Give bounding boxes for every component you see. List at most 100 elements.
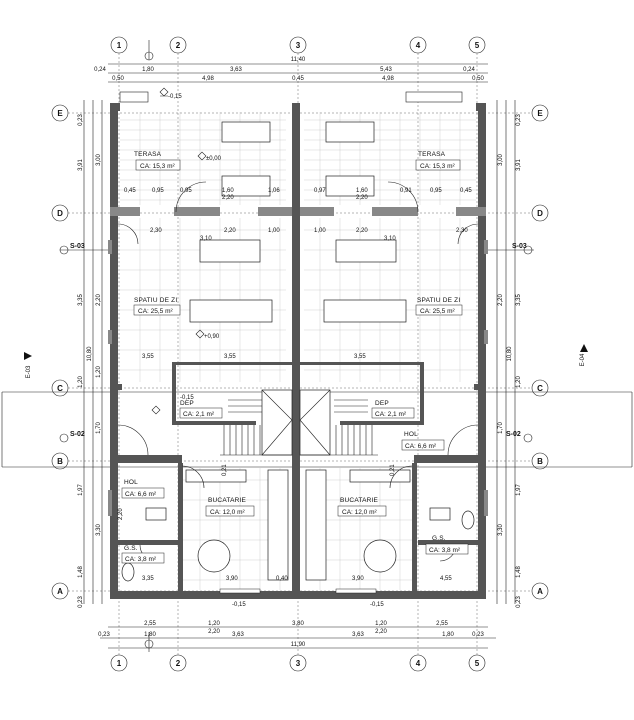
axis-label-3: 3: [296, 41, 301, 50]
axis-label-4: 4: [416, 41, 421, 50]
dim-top-r2-1: 4,98: [202, 76, 214, 82]
doors: [117, 181, 479, 562]
axis-label-2: 2: [176, 41, 181, 50]
dining-table-left: [199, 239, 261, 263]
dim-d2-1: 2,20: [356, 228, 368, 234]
kitchen-counter-left: [185, 469, 247, 483]
dim-right-total: 10,80: [507, 346, 513, 362]
walls: [108, 91, 488, 599]
toilet-left-icon: [121, 562, 135, 582]
kitchen-table-left: [197, 539, 231, 573]
dim-bot-r2-4: 3,63: [352, 632, 364, 638]
dim-left-o2: 3,35: [78, 294, 84, 306]
room-spatiu-left-name: SPATIU DE ZI: [134, 297, 177, 304]
axis-bubbles-left: E D C B A: [51, 104, 69, 600]
dim-left-o1: 3,91: [78, 159, 84, 171]
dim-bottom-1: 3,90: [226, 576, 238, 582]
axis-bubbles-right: E D C B A: [531, 104, 549, 600]
kitchen-counter-right: [349, 469, 411, 483]
elevation-arrow-right-icon: [580, 344, 588, 352]
dim-hol-0: 0,21: [222, 464, 228, 476]
dim-right-o3: 1,20: [516, 376, 522, 388]
dimensions-top: 11,40 0,24 1,80 3,63 5,43 0,24 0,50 4,98…: [94, 57, 488, 83]
axis-label-e-left: E: [57, 109, 63, 118]
room-hol-left-area: CA: 6,6 m²: [125, 491, 157, 498]
dim-left-o5: 1,48: [78, 566, 84, 578]
dim-left-o0: 0,23: [78, 114, 84, 126]
axis-bubbles-bottom: 1 2 3 4 5: [110, 654, 486, 672]
axis-label-c-right: C: [537, 384, 543, 393]
section-label-s03-right: S-03: [512, 243, 527, 250]
room-dep-left-area: CA: 2,1 m²: [183, 411, 215, 418]
room-hol-right-name: HOL: [404, 431, 418, 438]
axis-label-3-bottom: 3: [296, 659, 301, 668]
room-gs-left-name: G.S.: [124, 545, 138, 552]
sofa-left: [189, 299, 273, 323]
dimensions-left: 0,23 3,91 3,35 1,20 1,97 1,48 0,23 3,00 …: [78, 100, 103, 608]
dim-terrace-9: 0,45: [460, 188, 472, 194]
axis-label-1-bottom: 1: [117, 659, 122, 668]
dim-d-0: 2,30: [150, 228, 162, 234]
dim-terrace-8: 0,95: [430, 188, 442, 194]
section-label-e04: E-04: [580, 353, 586, 366]
level-main: ±0,00: [206, 156, 222, 162]
room-hol-right-area: CA: 6,6 m²: [405, 443, 437, 450]
dim-top-r2-4: 0,50: [472, 76, 484, 82]
room-dep-right-area: CA: 2,1 m²: [375, 411, 407, 418]
dim-d-4: 3,10: [384, 236, 396, 242]
room-bucatarie-left-area: CA: 12,0 m²: [210, 509, 246, 516]
dim-bottom-2: 0,40: [276, 576, 288, 582]
level-terrace: -0,15: [168, 94, 182, 100]
dim-bot-r2-6: 1,80: [442, 632, 454, 638]
dim-top-r1-2: 3,63: [230, 67, 242, 73]
dimensions-bottom: 2,55 1,20 3,80 1,20 2,55 0,23 1,80 2,20 …: [98, 621, 496, 649]
dim-c-1: 3,55: [224, 354, 236, 360]
dim-bot-r2-5: 2,20: [375, 629, 387, 635]
dim-top-total: 11,40: [291, 57, 306, 63]
axis-label-a-left: A: [57, 587, 63, 596]
dim-bot-r2-2: 2,20: [208, 629, 220, 635]
room-hol-left-name: HOL: [124, 479, 138, 486]
elevation-arrow-left-icon: [24, 352, 32, 360]
dim-bot-r2-7: 0,23: [472, 632, 484, 638]
dimensions-right: 0,23 3,91 3,35 1,20 1,97 1,48 0,23 3,00 …: [496, 100, 522, 608]
dim-terrace-0: 0,45: [124, 188, 136, 194]
dim-right-o2: 3,35: [516, 294, 522, 306]
axis-label-5: 5: [475, 41, 480, 50]
room-terasa-left-area: CA: 15,3 m²: [140, 163, 176, 170]
axis-bubbles-top: 1 2 3 4 5: [110, 36, 486, 54]
dim-top-r1-0: 0,24: [94, 67, 106, 73]
room-bucatarie-left-name: BUCATARIE: [208, 497, 247, 504]
dim-d-3: 1,00: [314, 228, 326, 234]
axis-label-d-left: D: [57, 209, 63, 218]
dim-bot-r2-1: 1,80: [144, 632, 156, 638]
stairs: [220, 389, 378, 456]
dim-bot-r1-4: 2,55: [436, 621, 448, 627]
dim-left-i1: 2,20: [96, 294, 102, 306]
dim-left-total: 10,80: [87, 346, 93, 362]
dim-bot-r1-3: 1,20: [375, 621, 387, 627]
level-entry: -0,15: [180, 395, 194, 401]
terrace-lounge-left: [221, 121, 271, 143]
dim-terrace2-1: 2,20: [356, 195, 368, 201]
level-marker-entry-icon: [151, 405, 161, 415]
room-spatiu-left-area: CA: 25,5 m²: [138, 308, 174, 315]
dim-left-o6: 0,23: [78, 596, 84, 608]
dim-left-i0: 3,00: [96, 154, 102, 166]
dim-right-i0: 3,00: [498, 154, 504, 166]
level-markers: [151, 87, 207, 415]
axis-label-4-bottom: 4: [416, 659, 421, 668]
axis-label-b-right: B: [537, 457, 543, 466]
dim-terrace-7: 0,91: [400, 188, 412, 194]
dim-top-r1-3: 5,43: [380, 67, 392, 73]
dim-top-r2-2: 0,45: [292, 76, 304, 82]
dim-bot-r1-1: 1,20: [208, 621, 220, 627]
dim-bot-total: 11,90: [291, 642, 306, 648]
dim-d-2: 1,00: [268, 228, 280, 234]
axis-label-1: 1: [117, 41, 122, 50]
dim-right-o5: 1,48: [516, 566, 522, 578]
sofa-right: [323, 299, 407, 323]
dim-top-r2-3: 4,98: [382, 76, 394, 82]
dim-terrace-1: 0,95: [152, 188, 164, 194]
